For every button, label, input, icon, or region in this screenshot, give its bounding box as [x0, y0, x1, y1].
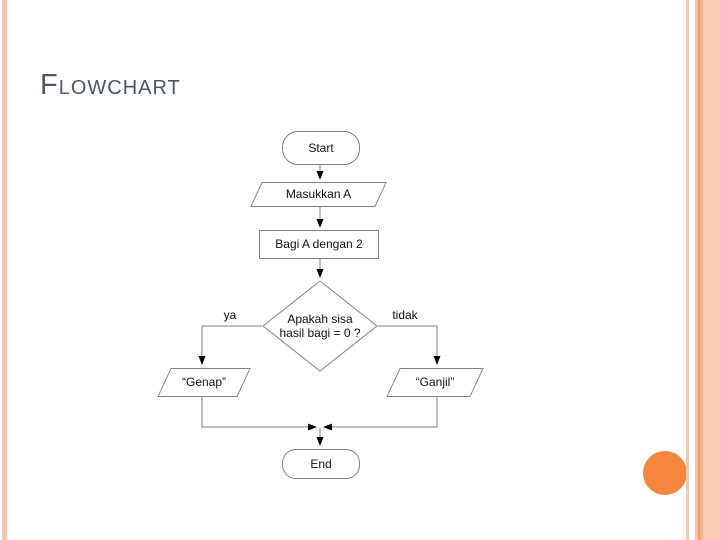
- branch-label-yes: ya: [223, 308, 237, 322]
- decision-line2: hasil bagi = 0 ?: [279, 326, 361, 340]
- connector-odd-to-merge: [323, 397, 438, 431]
- flowchart-node-process: Bagi A dengan 2: [259, 230, 379, 259]
- flowchart-node-start: Start: [282, 131, 360, 165]
- process-label: Bagi A dengan 2: [275, 237, 363, 252]
- flowchart-node-input: Masukkan A: [250, 182, 387, 207]
- connector-decision-yes-branch: [198, 325, 262, 365]
- slide-title: Flowchart: [40, 69, 181, 101]
- right-border-stripe: [686, 0, 689, 540]
- input-label: Masukkan A: [285, 187, 352, 202]
- diamond-shape: [262, 280, 378, 372]
- even-label: “Genap”: [181, 375, 227, 390]
- right-border-stripe: [689, 0, 695, 540]
- odd-label: “Ganjil”: [415, 375, 455, 390]
- connector-decision-no-branch: [378, 325, 441, 365]
- end-label: End: [310, 456, 332, 471]
- decision-label: Apakah sisa hasil bagi = 0 ?: [279, 312, 360, 341]
- left-border-stripe: [2, 0, 7, 540]
- decision-line1: Apakah sisa: [287, 311, 353, 326]
- flowchart-node-odd: “Ganjil”: [386, 368, 484, 397]
- orange-accent-circle: [643, 451, 687, 495]
- right-border-stripe: [695, 0, 698, 540]
- right-border-stripe: [698, 0, 700, 540]
- branch-label-no: tidak: [392, 308, 418, 322]
- flowchart-node-end: End: [282, 449, 360, 479]
- right-border-stripe: [703, 0, 720, 540]
- right-border-stripe: [700, 0, 703, 540]
- connector-even-to-merge: [201, 397, 317, 431]
- start-label: Start: [308, 140, 334, 155]
- flowchart-node-even: “Genap”: [157, 368, 251, 397]
- flowchart-node-decision: Apakah sisa hasil bagi = 0 ?: [262, 280, 378, 372]
